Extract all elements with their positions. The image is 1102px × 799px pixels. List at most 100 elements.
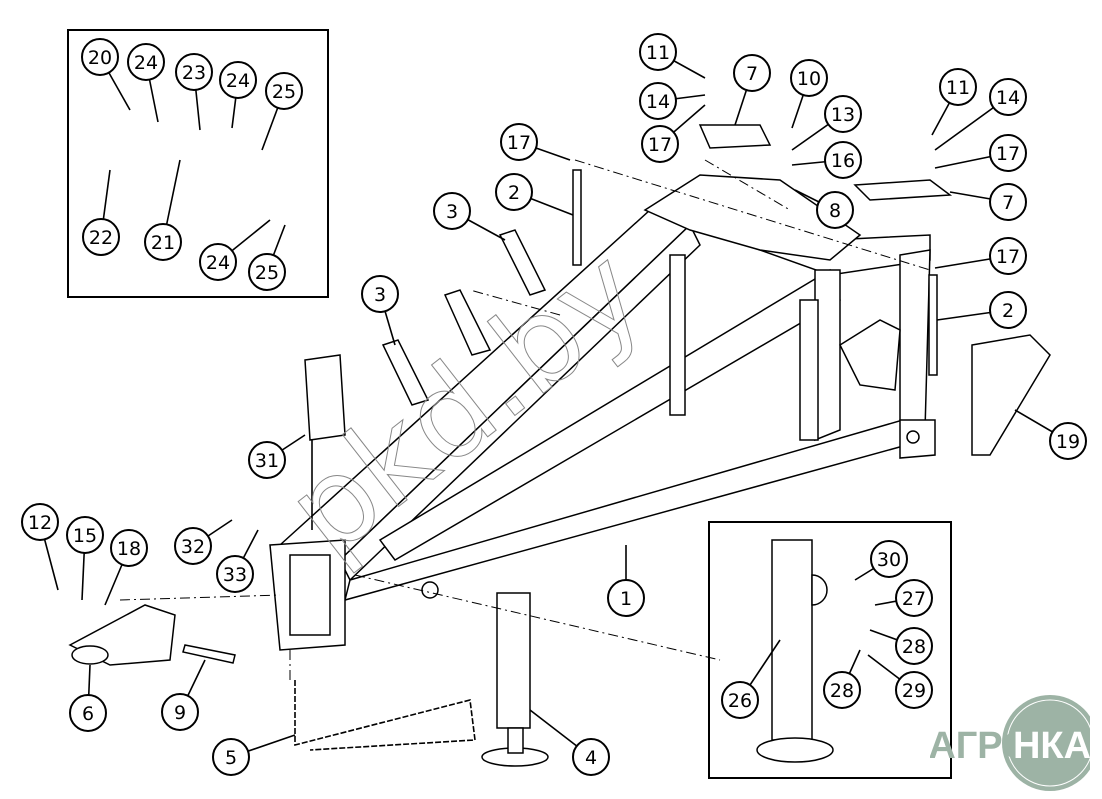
callout-number: 14 — [646, 91, 670, 113]
callout-19: 19 — [1014, 409, 1087, 460]
callout-27: 27 — [874, 579, 933, 617]
callout-circle — [361, 275, 399, 313]
callout-circle — [641, 125, 679, 163]
callout-2: 2 — [495, 173, 574, 216]
callout-2: 2 — [936, 291, 1027, 329]
callout-circle — [174, 527, 212, 565]
callout-17: 17 — [500, 123, 571, 161]
callout-17: 17 — [934, 134, 1027, 172]
callout-circle — [989, 237, 1027, 275]
callout-circle — [989, 183, 1027, 221]
plate-7-top — [698, 124, 772, 149]
callout-17: 17 — [934, 237, 1027, 275]
callout-number: 33 — [223, 564, 247, 586]
callout-24: 24 — [127, 43, 165, 123]
callout-number: 28 — [830, 680, 854, 702]
callout-number: 16 — [831, 150, 855, 172]
callout-3: 3 — [433, 192, 506, 241]
jack-26 — [756, 539, 834, 763]
callout-circle — [219, 61, 257, 99]
callout-circle — [639, 33, 677, 71]
callout-circle — [66, 516, 104, 554]
callout-29: 29 — [867, 654, 933, 709]
callout-circle — [989, 134, 1027, 172]
callout-3: 3 — [361, 275, 399, 346]
callout-number: 13 — [831, 104, 855, 126]
callout-number: 18 — [117, 538, 141, 560]
chain-5 — [294, 680, 476, 751]
callout-circle — [110, 529, 148, 567]
callout-11: 11 — [931, 68, 977, 136]
callout-25: 25 — [248, 224, 286, 291]
bolt-2-left — [572, 169, 582, 266]
callout-circle — [1049, 422, 1087, 460]
callout-number: 3 — [446, 201, 458, 223]
callout-number: 24 — [206, 252, 230, 274]
callout-number: 20 — [88, 47, 112, 69]
callout-number: 29 — [902, 680, 926, 702]
callout-4: 4 — [529, 709, 610, 776]
callout-circle — [81, 38, 119, 76]
callout-number: 32 — [181, 536, 205, 558]
callout-24: 24 — [219, 61, 257, 129]
inset-jack-detail — [708, 521, 952, 779]
callout-number: 2 — [508, 182, 520, 204]
callout-number: 7 — [746, 63, 758, 85]
callout-number: 12 — [28, 512, 52, 534]
callout-number: 14 — [996, 87, 1020, 109]
callout-24: 24 — [199, 219, 271, 281]
callout-number: 10 — [797, 68, 821, 90]
callout-32: 32 — [174, 519, 233, 565]
callout-number: 27 — [902, 588, 926, 610]
callout-number: 30 — [877, 549, 901, 571]
callout-circle — [895, 627, 933, 665]
callout-18: 18 — [104, 529, 148, 606]
callout-21: 21 — [144, 159, 182, 261]
callout-circle — [639, 82, 677, 120]
callout-number: 11 — [646, 42, 670, 64]
callout-17: 17 — [641, 104, 706, 163]
plate-7-right — [853, 179, 953, 201]
callout-28: 28 — [823, 649, 861, 709]
callout-number: 21 — [151, 232, 175, 254]
callout-1: 1 — [607, 545, 645, 617]
callout-circle — [21, 503, 59, 541]
callout-circle — [500, 123, 538, 161]
callout-number: 17 — [996, 143, 1020, 165]
callout-14: 14 — [934, 78, 1027, 151]
callout-7: 7 — [733, 54, 771, 126]
callout-number: 4 — [585, 747, 597, 769]
callout-number: 5 — [225, 747, 237, 769]
callout-circle — [939, 68, 977, 106]
callout-15: 15 — [66, 516, 104, 601]
callout-10: 10 — [790, 59, 828, 129]
callout-25: 25 — [261, 72, 303, 151]
inset-fastener-detail — [67, 29, 329, 298]
callout-9: 9 — [161, 659, 206, 731]
callout-number: 23 — [182, 62, 206, 84]
callout-26: 26 — [721, 639, 781, 719]
callout-number: 3 — [374, 284, 386, 306]
callout-11: 11 — [639, 33, 706, 79]
callout-14: 14 — [639, 82, 706, 120]
callout-circle — [82, 218, 120, 256]
callout-12: 12 — [21, 503, 59, 591]
callout-circle — [607, 579, 645, 617]
callout-number: 11 — [946, 77, 970, 99]
callout-16: 16 — [791, 141, 862, 179]
callout-circle — [265, 72, 303, 110]
callout-13: 13 — [791, 95, 862, 151]
callout-circle — [870, 540, 908, 578]
callout-circle — [127, 43, 165, 81]
callout-circle — [989, 291, 1027, 329]
tow-eye-6 — [68, 604, 236, 666]
callout-circle — [721, 681, 759, 719]
callout-5: 5 — [212, 734, 296, 776]
callout-circle — [495, 173, 533, 211]
callout-circle — [144, 223, 182, 261]
callout-circle — [823, 671, 861, 709]
callout-number: 17 — [996, 246, 1020, 268]
callout-number: 1 — [620, 588, 632, 610]
callout-circle — [216, 555, 254, 593]
